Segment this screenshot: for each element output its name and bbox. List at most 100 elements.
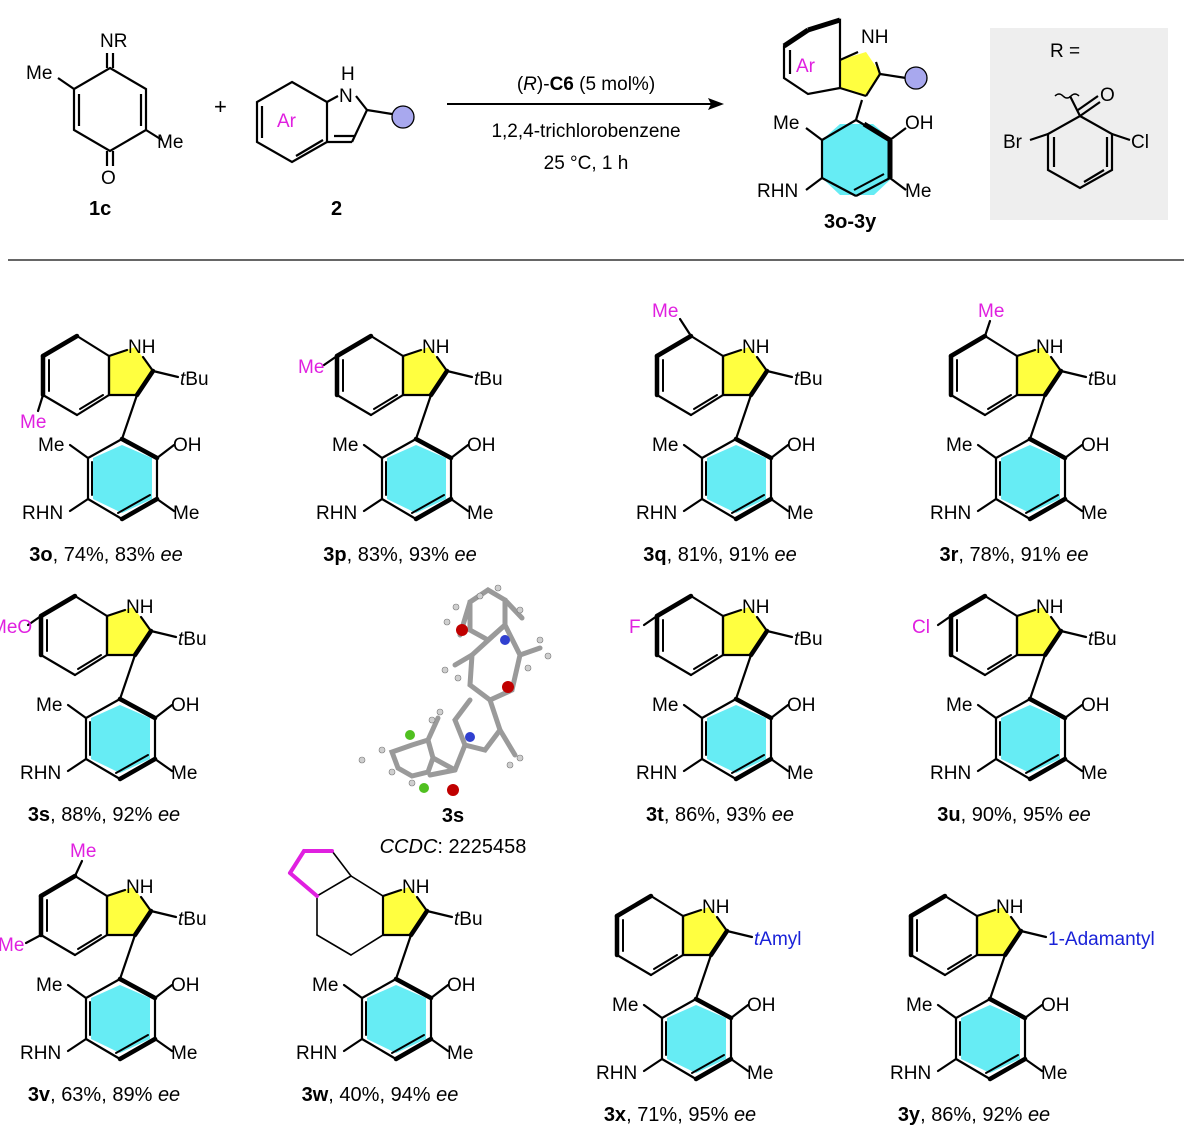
bond <box>976 757 998 773</box>
bond <box>689 393 725 417</box>
bond <box>153 703 174 720</box>
tert-butyl-label: tBu <box>178 629 207 650</box>
bond <box>66 983 88 1000</box>
adamantyl-label: 1-Adamantyl <box>1048 929 1155 950</box>
ring-substituent: Cl <box>912 617 930 638</box>
compound-id: 3y <box>898 1104 921 1126</box>
compound-id: 3w <box>302 1084 329 1106</box>
methyl-label: Me <box>905 181 931 202</box>
bond <box>119 436 160 461</box>
bond <box>769 757 790 773</box>
bond <box>151 369 180 379</box>
entry-caption: 3v, 63%, 89% ee <box>28 1084 180 1106</box>
methyl-label: Me <box>652 435 678 456</box>
bond <box>734 653 753 701</box>
xray-crystal-structure <box>358 584 552 796</box>
bond <box>1059 629 1088 639</box>
bond <box>994 697 1032 720</box>
amide-nh-label: RHN <box>636 503 677 524</box>
bond <box>642 614 659 627</box>
compound-id: 3q <box>643 544 666 566</box>
bond <box>954 997 992 1020</box>
bond <box>40 333 80 359</box>
bond <box>1063 757 1084 773</box>
aryl-highlight <box>1001 445 1060 513</box>
bond <box>394 933 413 981</box>
bond <box>401 348 423 358</box>
bond <box>39 653 77 677</box>
entry-caption: 3x, 71%, 95% ee <box>604 1104 756 1126</box>
methyl-label: Me <box>906 995 932 1016</box>
amide-nh-label: RHN <box>22 503 63 524</box>
bond <box>748 628 770 658</box>
bond <box>694 953 713 1001</box>
bond <box>708 928 730 958</box>
bond <box>649 894 685 918</box>
aryl-highlight <box>367 985 426 1053</box>
methyl-label: Me <box>312 975 338 996</box>
bond <box>983 334 1019 358</box>
yield-value: 81% <box>678 544 718 566</box>
compound-id: 3s <box>28 804 50 826</box>
bond <box>689 334 725 358</box>
bond <box>1025 754 1059 774</box>
bond <box>393 976 434 1001</box>
bond <box>415 895 429 913</box>
tert-butyl-label: tBu <box>474 369 503 390</box>
compound-label-3o-3y: 3o-3y <box>824 211 877 233</box>
bond <box>342 1037 364 1053</box>
bond <box>105 888 127 898</box>
yield-value: 83% <box>358 544 398 566</box>
tert-amyl-label: tAmyl <box>754 929 802 950</box>
bond <box>653 954 678 970</box>
hydroxyl-label: OH <box>447 975 476 996</box>
bond <box>765 629 794 639</box>
yield-value: 40% <box>339 1084 379 1106</box>
temperature-conditions: 25 °C, 1 h <box>544 153 629 174</box>
aryl-highlight <box>1001 705 1060 773</box>
methyl-label: Me <box>652 695 678 716</box>
plus-sign: + <box>214 94 227 119</box>
bond <box>350 934 384 956</box>
bond <box>1063 443 1084 460</box>
ee-value: 91% <box>1021 544 1067 566</box>
ee-value: 93% <box>726 804 772 826</box>
methyl-label: Me <box>612 995 638 1016</box>
nh-label: NH <box>996 897 1023 918</box>
bond <box>66 757 88 773</box>
bond <box>134 368 156 398</box>
bond <box>350 875 384 897</box>
solvent-conditions: 1,2,4-trichlorobenzene <box>491 121 680 142</box>
bond <box>693 654 718 670</box>
nh-label: NH <box>126 877 153 898</box>
hydroxyl-label: OH <box>787 695 816 716</box>
bond <box>947 954 972 970</box>
nh-label: NH <box>1036 597 1063 618</box>
bond <box>66 703 88 720</box>
ee-label: ee <box>774 544 796 566</box>
bond <box>682 497 704 513</box>
methyl-label: Me <box>787 503 813 524</box>
yield-value: 90% <box>972 804 1012 826</box>
yield-value: 71% <box>637 1104 677 1126</box>
bond <box>755 615 769 633</box>
hydroxyl-label: OH <box>787 435 816 456</box>
compound-label-1c: 1c <box>89 198 111 220</box>
bond <box>331 850 352 877</box>
bond <box>393 1036 434 1062</box>
bond <box>689 653 725 677</box>
bond <box>408 908 430 938</box>
entry-caption: 3w, 40%, 94% ee <box>302 1084 459 1106</box>
bond <box>360 977 398 1000</box>
methyl-label: Me <box>447 1043 473 1064</box>
caption-separator: , <box>347 544 358 566</box>
substrate-structure-3s: NHMeOHRHNMetBuMeO3s, 88%, 92% ee <box>0 593 207 826</box>
bond <box>38 593 78 619</box>
bond <box>288 871 319 898</box>
bond <box>733 436 774 461</box>
bond <box>149 909 178 919</box>
